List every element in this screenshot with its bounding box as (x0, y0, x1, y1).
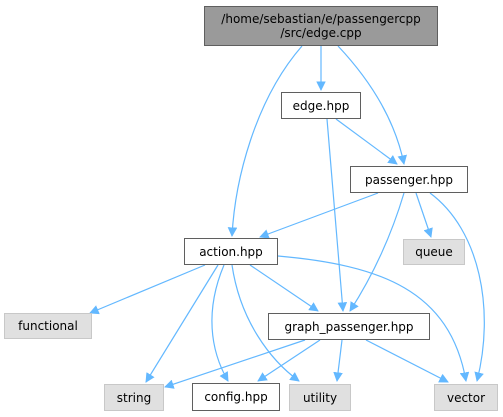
node-label: action.hpp (199, 244, 263, 259)
edge-graph-passenger-hpp-to-utility (333, 339, 343, 382)
edge-passenger-hpp-to-queue (415, 192, 433, 238)
edge-action-hpp-to-string (145, 264, 219, 383)
node-edge-cpp-root: /home/sebastian/e/passengercpp /src/edge… (204, 6, 438, 46)
edge-action-hpp-to-config-hpp (211, 264, 229, 382)
edge-action-hpp-to-utility (231, 264, 300, 382)
edge-action-hpp-to-functional (89, 264, 206, 315)
node-functional: functional (4, 313, 92, 339)
node-label: edge.hpp (292, 98, 350, 113)
node-queue: queue (403, 239, 465, 265)
node-action-hpp[interactable]: action.hpp (184, 238, 278, 265)
edge-action-hpp-to-graph-passenger-hpp (249, 264, 319, 312)
edge-root-to-action-hpp (227, 45, 303, 237)
node-label: utility (302, 390, 338, 405)
node-config-hpp[interactable]: config.hpp (192, 383, 280, 411)
edge-graph-passenger-hpp-to-vector (365, 339, 449, 383)
node-label: passenger.hpp (365, 172, 453, 187)
node-label: graph_passenger.hpp (284, 319, 414, 334)
edge-action-hpp-to-vector (277, 255, 470, 382)
node-passenger-hpp[interactable]: passenger.hpp (350, 166, 468, 193)
edge-edge-hpp-to-graph-passenger-hpp (326, 118, 348, 312)
edge-graph-passenger-hpp-to-config-hpp (257, 339, 321, 382)
edge-passenger-hpp-to-vector (429, 192, 485, 382)
node-graph-passenger-hpp[interactable]: graph_passenger.hpp (268, 313, 430, 340)
node-label: config.hpp (204, 390, 268, 404)
edge-passenger-hpp-to-action-hpp (259, 192, 379, 239)
node-label-line2: /src/edge.cpp (280, 26, 362, 40)
edge-edge-hpp-to-passenger-hpp (335, 118, 398, 165)
node-string: string (104, 384, 164, 411)
edge-passenger-hpp-to-graph-passenger-hpp (349, 192, 405, 312)
edge-root-to-passenger-hpp (337, 45, 407, 165)
node-edge-hpp[interactable]: edge.hpp (281, 92, 361, 119)
node-label-line1: /home/sebastian/e/passengercpp (221, 12, 421, 26)
node-label: string (116, 390, 152, 405)
node-vector: vector (434, 384, 498, 411)
edge-graph-passenger-hpp-to-string (164, 339, 306, 389)
node-label: queue (415, 245, 453, 259)
node-label: vector (446, 390, 486, 405)
node-label: functional (18, 319, 78, 333)
node-utility: utility (289, 384, 351, 411)
